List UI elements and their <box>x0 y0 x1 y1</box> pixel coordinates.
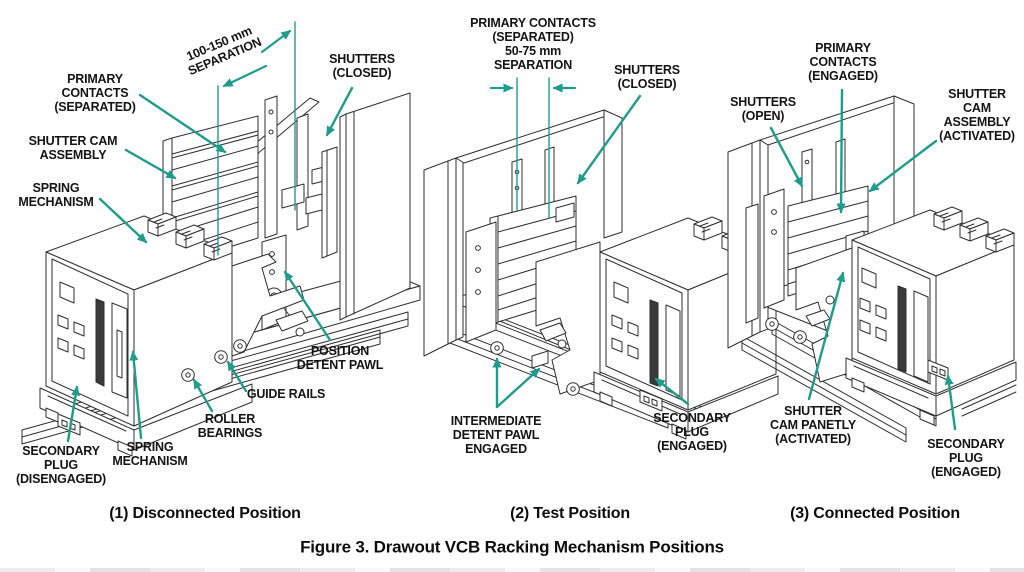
label-shutter-cam-panetly-3: SHUTTER CAM PANETLY (ACTIVATED) <box>769 404 857 446</box>
arrow-primary-contacts-3 <box>836 88 846 214</box>
label-shutter-cam-1: SHUTTER CAM ASSEMBLY <box>28 134 118 162</box>
label-shutters-1: SHUTTERS (CLOSED) <box>329 52 395 80</box>
label-secondary-plug-2: SECONDARY PLUG (ENGAGED) <box>653 411 731 453</box>
label-shutters-2: SHUTTERS (CLOSED) <box>614 63 680 91</box>
arrow-roller-bearings-1 <box>192 378 214 413</box>
label-guide-rails-1: GUIDE RAILS <box>246 387 326 401</box>
label-position-detent-pawl-1: POSITION DETENT PAWL <box>296 344 384 372</box>
label-shutter-cam-assembly-3: SHUTTER CAM ASSEMBLY (ACTIVATED) <box>939 87 1015 143</box>
caption-test-position: (2) Test Position <box>510 505 630 523</box>
caption-disconnected-position: (1) Disconnected Position <box>109 505 301 523</box>
caption-connected-position: (3) Connected Position <box>790 505 960 523</box>
arrow-secondary-plug-3 <box>944 374 957 431</box>
bottom-edge-strip <box>0 568 1024 572</box>
panel-2-drawing <box>423 109 779 440</box>
arrow-guide-rails-1 <box>226 360 248 393</box>
arrow-primary-contacts-1 <box>138 93 227 154</box>
label-roller-bearings-1: ROLLER BEARINGS <box>197 412 263 440</box>
measure-arrow <box>222 64 268 88</box>
label-primary-contacts-1: PRIMARY CONTACTS (SEPARATED) <box>54 72 136 114</box>
arrow-intermediate-b-2 <box>495 367 541 409</box>
arrow-shutters-2 <box>576 94 642 185</box>
arrow-spring-lower-1 <box>129 350 143 440</box>
arrow-position-detent-1 <box>283 270 332 342</box>
figure-caption: Figure 3. Drawout VCB Racking Mechanism … <box>300 537 724 557</box>
arrow-spring-upper-1 <box>98 197 148 244</box>
arrow-secondary-plug-1 <box>66 385 81 443</box>
label-primary-contacts-3: PRIMARY CONTACTS (ENGAGED) <box>808 41 878 83</box>
panel-1-drawing <box>21 92 421 457</box>
arrow-shutter-cam-3 <box>868 139 938 193</box>
label-intermediate-detent-pawl-2: INTERMEDIATE DETENT PAWL ENGAGED <box>450 414 542 456</box>
arrow-shutter-cam-1 <box>124 148 177 180</box>
measure-arrow <box>260 29 292 54</box>
breaker-1 <box>39 212 309 457</box>
panel-3-drawing <box>727 95 1017 443</box>
label-primary-contacts-2: PRIMARY CONTACTS (SEPARATED) 50-75 mm SE… <box>470 16 596 72</box>
arrow-shutters-1 <box>325 86 354 137</box>
arrow-secondary-plug-2 <box>654 377 690 406</box>
breaker-3 <box>845 206 1017 426</box>
annotation-arrows <box>66 21 957 443</box>
label-shutters-3: SHUTTERS (OPEN) <box>730 95 796 123</box>
arrow-cam-panetly-3 <box>807 271 846 401</box>
label-spring-mechanism-lower-1: SPRING MECHANISM <box>112 440 188 468</box>
label-secondary-plug-3: SECONDARY PLUG (ENGAGED) <box>927 437 1005 479</box>
label-spring-mechanism-upper-1: SPRING MECHANISM <box>18 181 94 209</box>
label-secondary-plug-1: SECONDARY PLUG (DISENGAGED) <box>16 444 106 486</box>
arrow-shutters-3 <box>769 126 804 188</box>
